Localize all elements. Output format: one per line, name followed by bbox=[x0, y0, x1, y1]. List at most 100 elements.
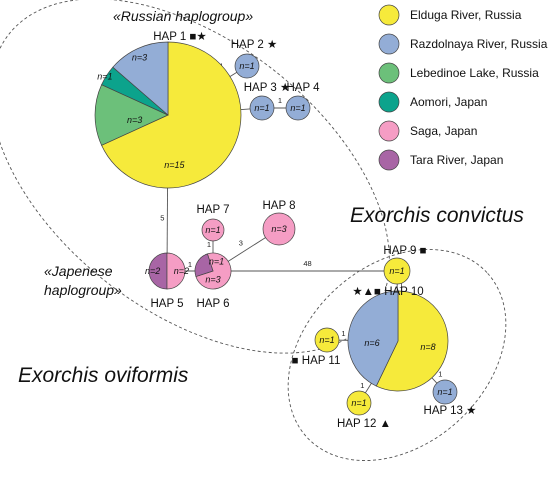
hap6-slice-saga bbox=[195, 252, 232, 290]
hap1-slice-lebedinoe bbox=[94, 84, 169, 146]
hap7-label: HAP 7 bbox=[196, 204, 229, 216]
hap1-node: n=15 n=3 n=1 n=3 bbox=[94, 41, 242, 189]
hap12-slice-elduga bbox=[346, 390, 372, 416]
hap1-count-label-1: n=3 bbox=[127, 115, 142, 125]
hap12-count-label: n=1 bbox=[351, 398, 366, 408]
hap13-node: n=1 bbox=[432, 379, 458, 405]
hap10-node: n=8 n=6 bbox=[347, 290, 449, 392]
hap6-label: HAP 6 bbox=[196, 298, 229, 310]
legend-swatch-razdolnaya bbox=[378, 33, 400, 55]
hap12-label: HAP 12 ▲ bbox=[337, 418, 391, 430]
hap9-count-label: n=1 bbox=[389, 266, 404, 276]
hap5-node: n=2 n=2 bbox=[145, 252, 189, 290]
hap1-count-label-0: n=15 bbox=[164, 160, 185, 170]
hap8-node: n=3 bbox=[262, 212, 296, 246]
legend-label-saga: Saga, Japan bbox=[410, 124, 477, 138]
hap3-slice-razdolnaya bbox=[249, 95, 275, 121]
hap2-node: n=1 bbox=[234, 53, 260, 79]
edge-label-hap5-hap6: 1 bbox=[188, 260, 192, 269]
hap1-count-label-2: n=1 bbox=[97, 71, 112, 81]
edge-label-hap6-hap9: 48 bbox=[303, 259, 311, 268]
hap1-slice-razdolnaya bbox=[112, 41, 169, 116]
hap4-label: HAP 4 bbox=[286, 82, 320, 94]
edge-label-hap6-hap7: 1 bbox=[207, 240, 211, 249]
hap4-count-label: n=1 bbox=[290, 103, 305, 113]
hap13-count-label: n=1 bbox=[437, 387, 452, 397]
hap10-slice-razdolnaya bbox=[347, 290, 399, 387]
hap10-label: ★▲■ HAP 10 bbox=[352, 286, 423, 298]
legend-item-lebedinoe: Lebedinoe Lake, Russia bbox=[378, 62, 539, 84]
hap9-node: n=1 bbox=[383, 257, 411, 285]
legend-swatch-aomori bbox=[378, 91, 400, 113]
hap11-node: n=1 bbox=[314, 327, 340, 353]
species-oviformis-label: Exorchis oviformis bbox=[18, 364, 189, 387]
edge-label-hap10-hap11: 1 bbox=[341, 329, 345, 338]
japanese-haplogroup-label-line1: «Japenese bbox=[44, 263, 113, 279]
hap7-node: n=1 bbox=[201, 218, 225, 242]
edge-label-hap9-hap10: 1 bbox=[399, 281, 403, 290]
hap2-slice-razdolnaya bbox=[234, 53, 260, 79]
hap4-node: n=1 bbox=[285, 95, 311, 121]
hap1-label: HAP 1 ■★ bbox=[153, 31, 206, 43]
legend-item-saga: Saga, Japan bbox=[378, 120, 477, 142]
hap5-slice-tara bbox=[148, 252, 168, 290]
hap7-count-label: n=1 bbox=[205, 225, 220, 235]
hap5-slice-saga bbox=[166, 252, 186, 290]
japanese-haplogroup-label-line2: haplogroup» bbox=[44, 282, 122, 298]
hap6-node: n=3 n=1 bbox=[194, 252, 232, 290]
hap10-count-label-1: n=6 bbox=[364, 338, 379, 348]
hap5-count-label-0: n=2 bbox=[145, 266, 160, 276]
hap11-slice-elduga bbox=[314, 327, 340, 353]
hap9-label: HAP 9 ■ bbox=[383, 245, 426, 257]
hap5-label: HAP 5 bbox=[150, 298, 183, 310]
hap10-count-label-0: n=8 bbox=[420, 342, 435, 352]
hap13-slice-razdolnaya bbox=[432, 379, 458, 405]
hap10-slice-elduga bbox=[375, 290, 449, 392]
hap8-label: HAP 8 bbox=[262, 200, 295, 212]
hap11-label: ■ HAP 11 bbox=[292, 355, 341, 367]
hap3-node: n=1 bbox=[249, 95, 275, 121]
legend-swatch-saga bbox=[378, 120, 400, 142]
legend-item-razdolnaya: Razdolnaya River, Russia bbox=[378, 33, 548, 55]
hap12-node: n=1 bbox=[346, 390, 372, 416]
hap6-count-label-0: n=3 bbox=[205, 274, 220, 284]
hap1-slice-elduga bbox=[101, 41, 242, 189]
edge-label-hap1-hap5: 5 bbox=[160, 213, 164, 222]
hap5-count-label-1: n=2 bbox=[174, 266, 189, 276]
hap7-slice-saga bbox=[201, 218, 225, 242]
hap13-label: HAP 13 ★ bbox=[424, 405, 477, 417]
hap3-count-label: n=1 bbox=[254, 103, 269, 113]
legend-swatch-lebedinoe bbox=[378, 62, 400, 84]
legend-swatch-elduga bbox=[378, 4, 400, 26]
legend-label-elduga: Elduga River, Russia bbox=[410, 8, 522, 22]
edge-label-hap10-hap13: 1 bbox=[438, 369, 442, 378]
russian-haplogroup-label: «Russian haplogroup» bbox=[113, 8, 253, 24]
hap2-label: HAP 2 ★ bbox=[231, 39, 278, 51]
hap11-count-label: n=1 bbox=[319, 335, 334, 345]
legend-label-aomori: Aomori, Japan bbox=[410, 95, 487, 109]
species-convictus-label: Exorchis convictus bbox=[350, 204, 524, 227]
edge-label-hap6-hap8: 3 bbox=[239, 238, 243, 247]
hap3-label: HAP 3 ★ bbox=[244, 82, 291, 94]
legend-item-tara: Tara River, Japan bbox=[378, 149, 503, 171]
labels-layer: HAP 1 ■★ HAP 2 ★ HAP 3 ★HAP 4 HAP 5 HAP 6 HAP… bbox=[150, 31, 476, 430]
legend-label-lebedinoe: Lebedinoe Lake, Russia bbox=[410, 66, 539, 80]
legend-label-razdolnaya: Razdolnaya River, Russia bbox=[410, 37, 548, 51]
hap2-count-label: n=1 bbox=[239, 61, 254, 71]
convictus-ellipse bbox=[287, 249, 507, 461]
legend-item-aomori: Aomori, Japan bbox=[378, 91, 487, 113]
edge-label-hap10-hap12: 1 bbox=[360, 381, 364, 390]
edge-label-hap3-hap4: 1 bbox=[278, 96, 282, 105]
hap9-slice-elduga bbox=[383, 257, 411, 285]
hap6-count-label-1: n=1 bbox=[209, 256, 224, 266]
hap8-count-label: n=3 bbox=[271, 224, 286, 234]
legend-swatch-tara bbox=[378, 149, 400, 171]
hap4-slice-razdolnaya bbox=[285, 95, 311, 121]
hap1-count-label-3: n=3 bbox=[132, 52, 147, 62]
legend-item-elduga: Elduga River, Russia bbox=[378, 4, 522, 26]
hap8-slice-saga bbox=[262, 212, 296, 246]
legend-label-tara: Tara River, Japan bbox=[410, 153, 503, 167]
